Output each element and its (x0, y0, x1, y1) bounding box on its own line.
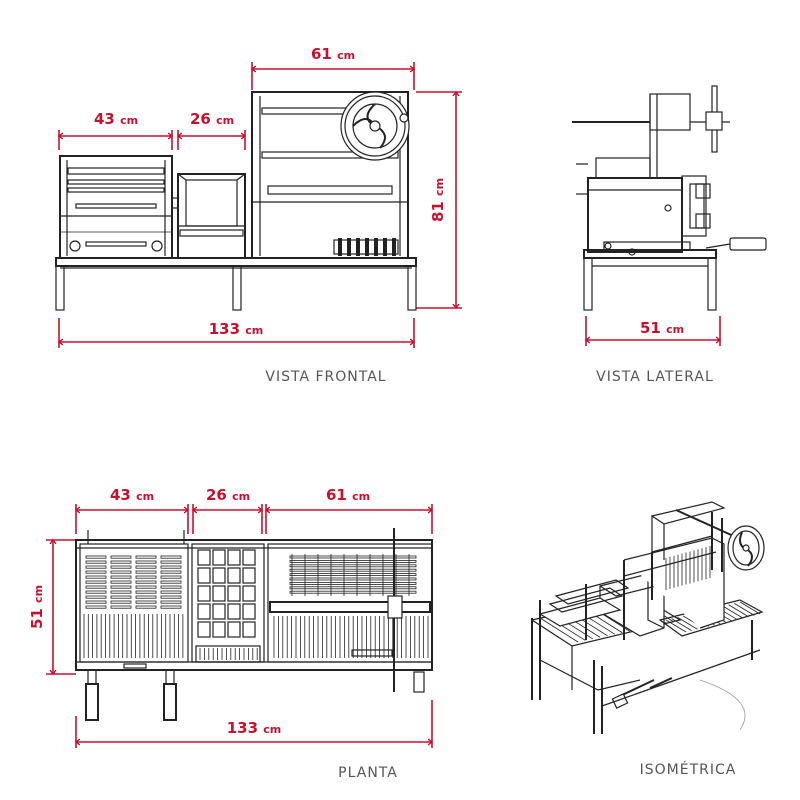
plan-dim-right: 61 cm (326, 486, 370, 504)
front-caption: VISTA FRONTAL (265, 369, 386, 385)
iso-caption: ISOMÉTRICA (640, 761, 737, 778)
side-caption: VISTA LATERAL (596, 369, 714, 385)
iso-view: ISOMÉTRICA (530, 501, 765, 778)
iso-wheel-icon (727, 525, 765, 571)
front-dim-left: 43 cm (94, 110, 138, 128)
front-machine-drawing (55, 91, 417, 311)
front-dim-total: 133 cm (209, 320, 264, 338)
side-dim-width: 51 cm (640, 319, 684, 337)
front-dim-mid: 26 cm (190, 110, 234, 128)
wheel-icon (340, 91, 410, 161)
plan-dimensions: 43 cm 26 cm 61 cm 51 cm 133 cm (28, 486, 432, 748)
plan-machine-drawing (75, 528, 433, 721)
front-dimensions: 61 cm 43 cm 26 cm 81 cm 133 cm (59, 45, 462, 348)
plan-dim-left: 43 cm (110, 486, 154, 504)
plan-dim-total: 133 cm (227, 719, 282, 737)
side-dimensions: 51 cm (586, 316, 720, 346)
plan-caption: PLANTA (338, 765, 398, 781)
plan-dim-depth: 51 cm (28, 585, 46, 629)
iso-machine-drawing (530, 501, 765, 734)
front-view: 61 cm 43 cm 26 cm 81 cm 133 cm (55, 45, 462, 385)
front-dim-top: 61 cm (311, 45, 355, 63)
plan-dim-mid: 26 cm (206, 486, 250, 504)
plan-view: 43 cm 26 cm 61 cm 51 cm 133 cm (28, 486, 432, 781)
side-machine-drawing (572, 85, 767, 311)
plan-left-perforated-grid (85, 555, 182, 609)
side-view: 51 cm VISTA LATERAL (572, 85, 767, 385)
front-dim-height: 81 cm (429, 178, 447, 222)
